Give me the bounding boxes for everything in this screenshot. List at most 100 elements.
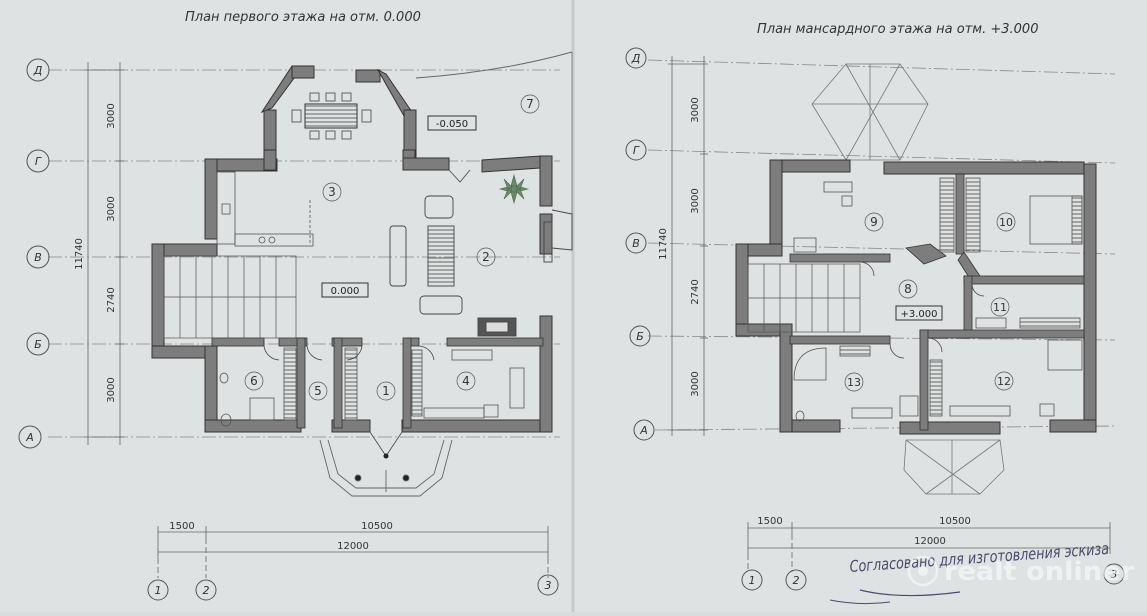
right-room-bubble-11 xyxy=(990,297,1010,317)
right-room-number-8: 8 xyxy=(904,282,912,296)
right-axis-bubble-col-1 xyxy=(741,569,763,591)
left-axis-bubble-row-3 xyxy=(26,245,50,269)
left-bathroom-fixtures xyxy=(219,347,358,427)
left-dim-bottom-2: 10500 xyxy=(361,521,393,532)
left-room-number-6: 6 xyxy=(250,374,258,388)
right-dim-row-1: 3000 xyxy=(690,97,701,122)
right-axis-label-row-5: А xyxy=(639,424,648,437)
right-interior-walls xyxy=(789,173,1085,431)
right-axis-label-col-2: 2 xyxy=(793,574,800,587)
right-axis-bubble-col-2 xyxy=(785,569,807,591)
left-room-number-4: 4 xyxy=(462,374,470,388)
left-room-number-5: 5 xyxy=(314,384,322,398)
left-bottom-dims xyxy=(157,526,549,578)
left-terrace-edge xyxy=(415,51,573,79)
left-dim-bottom-1: 1500 xyxy=(169,521,194,532)
left-axis-bubble-col-2 xyxy=(195,579,217,601)
right-axis-label-row-4: Б xyxy=(636,330,644,343)
left-axis-label-row-1: Д xyxy=(33,64,43,77)
right-doors xyxy=(859,261,985,359)
left-exterior-walls xyxy=(151,149,553,433)
left-entry-porch xyxy=(319,439,453,497)
left-vertical-dims xyxy=(84,62,124,445)
left-level-mark-terrace xyxy=(427,115,477,131)
left-room-bubble-2 xyxy=(476,247,496,267)
right-plan-title: План мансардного этажа на отм. +3.000 xyxy=(757,22,1039,37)
left-entry-marker xyxy=(383,453,389,459)
left-room-bubble-5 xyxy=(308,381,328,401)
left-plant-icon xyxy=(498,173,530,205)
left-dining-table xyxy=(291,92,372,140)
left-axis-bubble-col-3 xyxy=(537,574,559,596)
left-axis-bubble-row-4 xyxy=(26,332,50,356)
left-dim-row-3: 2740 xyxy=(106,287,117,312)
right-dim-bottom-2: 10500 xyxy=(939,516,971,527)
right-bottom-dims xyxy=(747,522,1111,572)
left-axis-bubble-col-1 xyxy=(147,579,169,601)
left-dim-bottom-total: 12000 xyxy=(337,541,369,552)
left-room-bubble-4 xyxy=(456,371,476,391)
left-staircase xyxy=(163,255,297,339)
left-level-label-terrace: -0.050 xyxy=(436,119,468,130)
left-level-label-main: 0.000 xyxy=(331,286,360,297)
right-plan: Д Г В Б А 3000 3000 2740 3000 11740 xyxy=(625,47,1125,591)
right-room-bubble-12 xyxy=(994,371,1014,391)
left-room-number-2: 2 xyxy=(482,250,490,264)
left-axis-label-col-1: 1 xyxy=(155,584,162,597)
right-axis-bubble-col-3 xyxy=(1103,563,1125,585)
right-axis-label-row-2: Г xyxy=(633,144,640,157)
left-axis-bubble-row-2 xyxy=(26,149,50,173)
left-plan-title: План первого этажа на отм. 0.000 xyxy=(185,10,421,25)
right-dim-bottom-1: 1500 xyxy=(757,516,782,527)
right-room-number-13: 13 xyxy=(847,376,861,389)
left-office-furniture xyxy=(411,349,525,419)
left-axis-label-col-3: 3 xyxy=(545,579,552,592)
left-interior-walls xyxy=(211,337,544,429)
right-room-number-10: 10 xyxy=(999,216,1013,229)
left-kitchen xyxy=(216,171,314,247)
right-dim-row-4: 3000 xyxy=(690,371,701,396)
right-axis-bubble-row-5 xyxy=(633,419,655,441)
right-room-number-9: 9 xyxy=(870,215,878,229)
right-roof-slopes xyxy=(811,63,1005,495)
right-staircase xyxy=(747,263,861,333)
right-axis-label-row-1: Д xyxy=(631,52,641,65)
right-axis-label-row-3: В xyxy=(632,237,640,250)
left-axis-label-row-3: В xyxy=(34,251,42,264)
right-level-mark xyxy=(895,305,943,321)
right-dim-row-2: 3000 xyxy=(690,188,701,213)
left-living-furniture xyxy=(389,195,573,337)
right-exterior-walls xyxy=(735,159,1097,435)
right-dim-row-3: 2740 xyxy=(690,279,701,304)
right-axis-bubble-row-3 xyxy=(625,232,647,254)
right-room-number-11: 11 xyxy=(993,301,1007,314)
left-axis-label-col-2: 2 xyxy=(203,584,210,597)
left-room-bubble-6 xyxy=(244,371,264,391)
left-plan: Д Г В Б А 3000 3000 2740 3000 11740 xyxy=(18,51,573,601)
left-axis-label-row-2: Г xyxy=(35,155,42,168)
right-dim-bottom-total: 12000 xyxy=(914,536,946,547)
right-vertical-dims xyxy=(668,56,708,436)
left-room-bubble-3 xyxy=(322,182,342,202)
watermark-text: realt onliner xyxy=(944,557,1134,587)
right-axis-label-col-1: 1 xyxy=(749,574,756,587)
left-dim-row-1: 3000 xyxy=(106,103,117,128)
right-room-bubble-13 xyxy=(844,372,864,392)
right-axis-label-col-3: 3 xyxy=(1111,568,1118,581)
left-axis-label-row-4: Б xyxy=(34,338,42,351)
right-room-bubble-10 xyxy=(996,212,1016,232)
left-dim-total: 11740 xyxy=(74,238,85,270)
left-bay-walls xyxy=(260,65,417,161)
right-room-number-12: 12 xyxy=(997,375,1011,388)
left-dim-row-4: 3000 xyxy=(106,377,117,402)
right-dim-total: 11740 xyxy=(658,228,669,260)
left-axis-bubble-row-1 xyxy=(26,58,50,82)
right-axis-bubble-row-2 xyxy=(625,139,647,161)
left-axis-label-row-5: А xyxy=(25,431,34,444)
right-level-label: +3.000 xyxy=(900,309,937,320)
right-furniture xyxy=(793,177,1083,422)
watermark-logo: realt onliner xyxy=(907,555,1134,587)
right-axis-bubble-row-1 xyxy=(625,47,647,69)
